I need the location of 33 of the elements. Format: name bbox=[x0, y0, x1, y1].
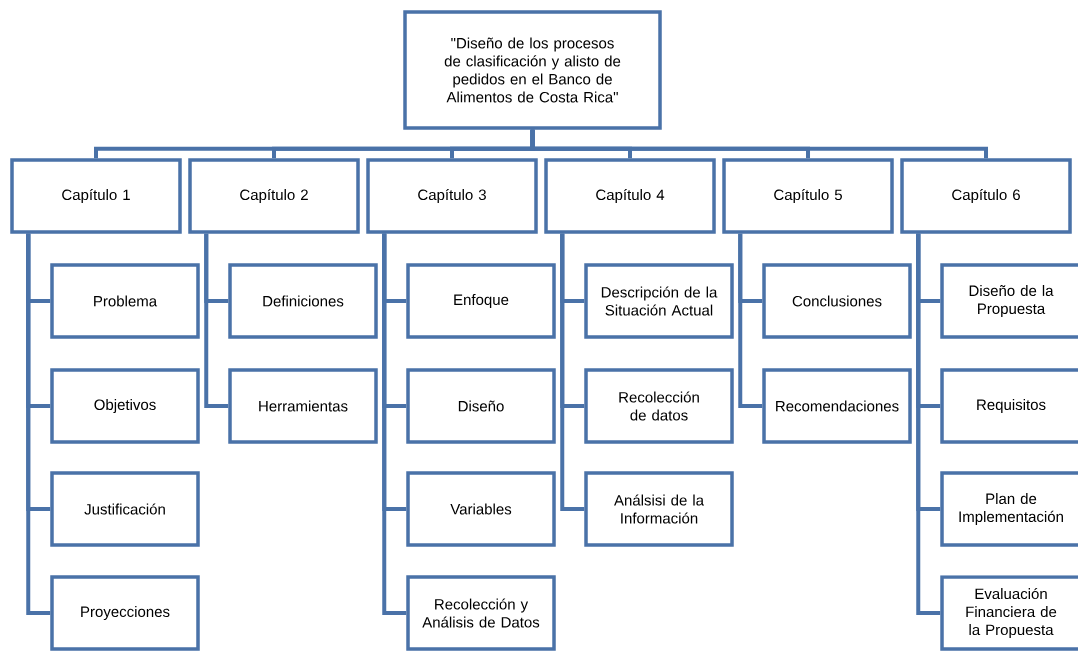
topic-box: Justificación bbox=[50, 471, 200, 547]
topic-box: Análsisi de la Información bbox=[584, 471, 734, 547]
topic-box: Plan de Implementación bbox=[940, 471, 1078, 547]
chapter-box: Capítulo 3 bbox=[366, 158, 538, 234]
connector-line bbox=[382, 233, 407, 615]
topic-box: Evaluación Financiera de la Propuesta bbox=[940, 575, 1078, 651]
topic-box: Recomendaciones bbox=[762, 368, 912, 444]
topic-box: Diseño bbox=[406, 368, 556, 444]
topic-box: Recolección de datos bbox=[584, 368, 734, 444]
topic-box: Enfoque bbox=[406, 263, 556, 339]
title-box: "Diseño de los procesos de clasificación y alisto de pedidos en el Banco de Alimentos de Costa Rica" bbox=[403, 10, 662, 130]
topic-box: Problema bbox=[50, 263, 200, 339]
topic-box: Recolección y Análisis de Datos bbox=[406, 575, 556, 651]
chapter-box: Capítulo 2 bbox=[188, 158, 360, 234]
topic-box: Descripción de la Situación Actual bbox=[584, 263, 734, 339]
connector-line bbox=[204, 233, 229, 408]
chapter-box: Capítulo 6 bbox=[900, 158, 1072, 234]
connector-line bbox=[916, 233, 941, 615]
connector-line bbox=[530, 129, 988, 159]
topic-box: Diseño de la Propuesta bbox=[940, 263, 1078, 339]
topic-box: Requisitos bbox=[940, 368, 1078, 444]
topic-box: Herramientas bbox=[228, 368, 378, 444]
topic-box: Objetivos bbox=[50, 368, 200, 444]
topic-box: Proyecciones bbox=[50, 575, 200, 651]
topic-box: Definiciones bbox=[228, 263, 378, 339]
connector-line bbox=[738, 233, 763, 408]
connector-line bbox=[560, 233, 585, 511]
topic-box: Conclusiones bbox=[762, 263, 912, 339]
connector-line bbox=[26, 233, 51, 615]
chapter-box: Capítulo 4 bbox=[544, 158, 716, 234]
chapter-box: Capítulo 1 bbox=[10, 158, 182, 234]
topic-box: Variables bbox=[406, 471, 556, 547]
chapter-box: Capítulo 5 bbox=[722, 158, 894, 234]
